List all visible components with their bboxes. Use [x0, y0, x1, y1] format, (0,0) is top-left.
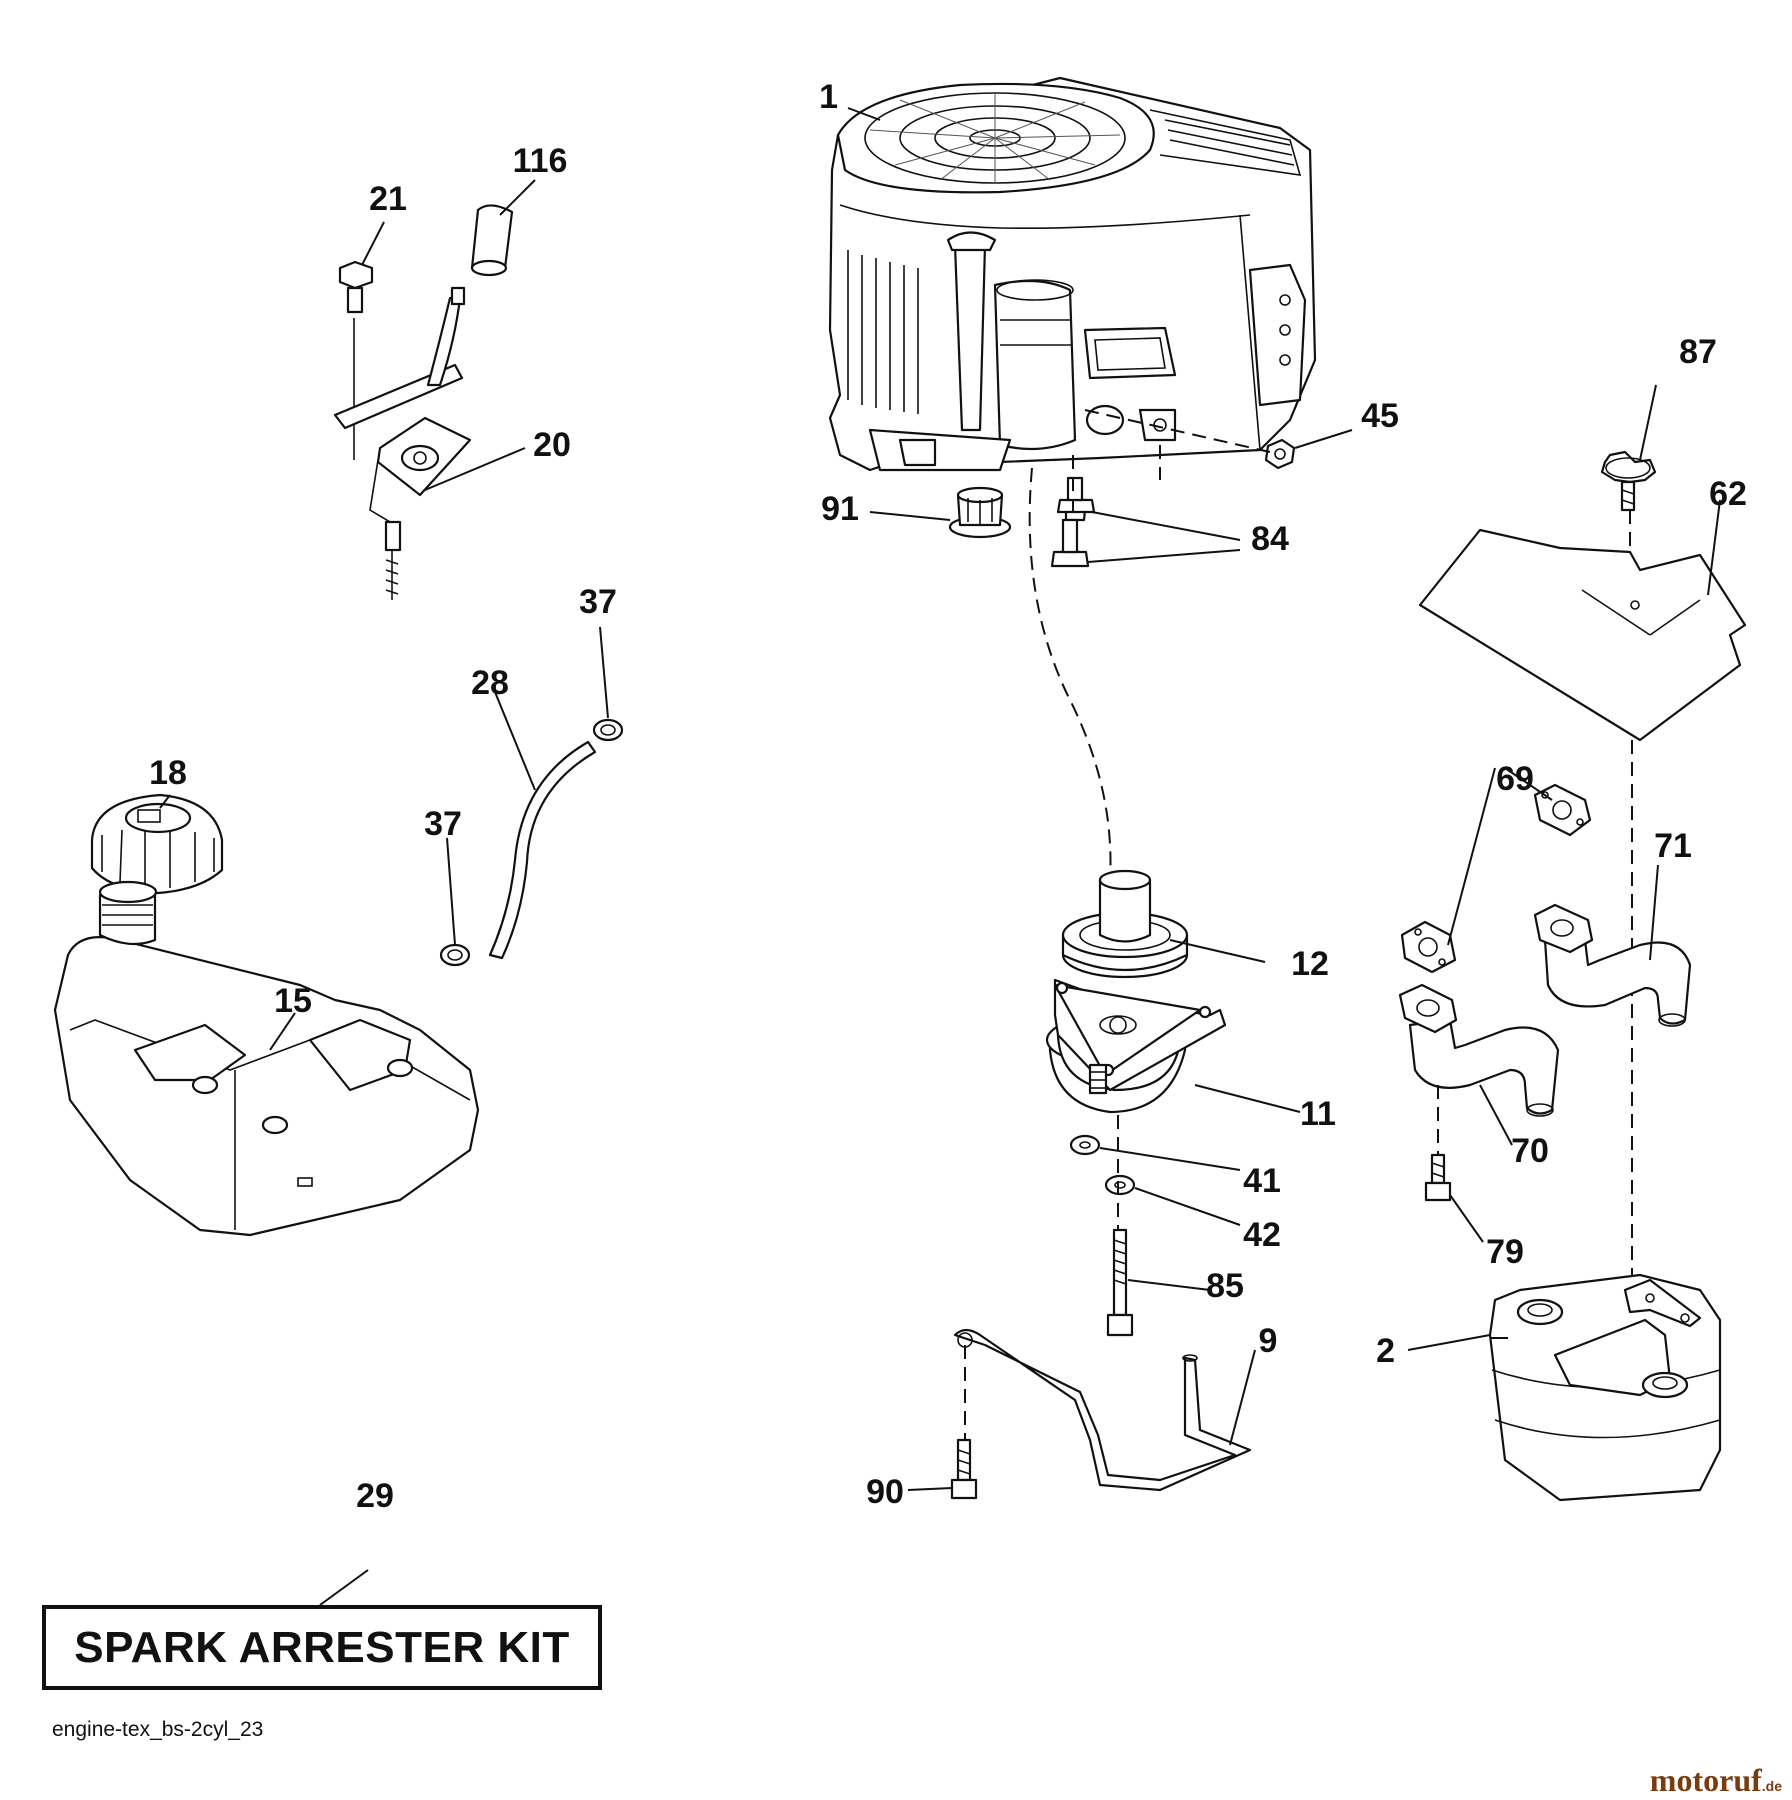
- throttle-control-20: [333, 286, 472, 600]
- callout-41: 41: [1243, 1162, 1281, 1200]
- bracket-rod-9: [953, 1328, 1252, 1492]
- callout-15: 15: [274, 982, 312, 1020]
- callout-20: 20: [533, 426, 571, 464]
- washer-42: [1104, 1174, 1136, 1196]
- watermark-name: motoruf: [1649, 1762, 1762, 1798]
- exhaust-pipe-70: [1398, 983, 1560, 1117]
- clamp-37-upper: [592, 718, 624, 742]
- bolt-90: [950, 1438, 978, 1500]
- callout-71: 71: [1654, 827, 1692, 865]
- heat-shield-62: [1418, 528, 1747, 742]
- callout-labels: 1 2 9 11 12 15 18 20 21 28 29 37 37 41 4…: [149, 78, 1747, 1515]
- callout-85: 85: [1206, 1267, 1244, 1305]
- spark-arrester-kit-box: SPARK ARRESTER KIT: [42, 1605, 602, 1690]
- muffler-2: [1488, 1273, 1722, 1502]
- callout-42: 42: [1243, 1216, 1281, 1254]
- bushing-91: [948, 486, 1012, 539]
- callout-91: 91: [821, 490, 859, 528]
- knob-87: [1600, 450, 1657, 512]
- gasket-69-upper: [1533, 783, 1592, 837]
- bolt-79: [1424, 1153, 1452, 1202]
- callout-37-upper: 37: [579, 583, 617, 621]
- callout-9: 9: [1259, 1322, 1278, 1360]
- callout-28: 28: [471, 664, 509, 702]
- clamp-37-lower: [439, 943, 471, 967]
- exhaust-pipe-71: [1533, 903, 1692, 1027]
- align-line-engine: [1028, 467, 1112, 881]
- callout-37-lower: 37: [424, 805, 462, 843]
- callout-87: 87: [1679, 333, 1717, 371]
- spark-arrester-kit-label: SPARK ARRESTER KIT: [74, 1622, 570, 1672]
- watermark-suffix: .de: [1761, 1778, 1782, 1794]
- callout-18: 18: [149, 754, 187, 792]
- callout-2: 2: [1376, 1332, 1395, 1370]
- nut-45: [1264, 438, 1296, 470]
- callout-1: 1: [819, 78, 838, 116]
- fuel-cap-18: [90, 793, 224, 895]
- leader-lines: [159, 107, 1721, 1606]
- gasket-69-lower: [1400, 920, 1457, 974]
- washer-41: [1069, 1134, 1101, 1156]
- callout-45: 45: [1361, 397, 1399, 435]
- fuel-tank-15: [53, 880, 480, 1237]
- callout-79: 79: [1486, 1233, 1524, 1271]
- callout-116: 116: [513, 142, 568, 180]
- pulley-12: [1061, 869, 1189, 979]
- fuel-hose-28: [488, 740, 597, 960]
- callout-29: 29: [356, 1477, 394, 1515]
- bolt-21: [338, 260, 374, 314]
- bolt-85: [1106, 1228, 1134, 1337]
- callout-84: 84: [1251, 520, 1289, 558]
- callout-90: 90: [866, 1473, 904, 1511]
- callout-69: 69: [1496, 760, 1534, 798]
- callout-21: 21: [369, 180, 407, 218]
- knob-116: [470, 204, 514, 277]
- callout-11: 11: [1300, 1095, 1336, 1133]
- callout-70: 70: [1511, 1132, 1549, 1170]
- callout-62: 62: [1709, 475, 1747, 513]
- diagram-id: engine-tex_bs-2cyl_23: [52, 1718, 264, 1741]
- engine: [828, 76, 1317, 472]
- pto-clutch-11: [1045, 978, 1227, 1114]
- watermark-logo: motoruf.de: [1650, 1762, 1782, 1799]
- bolts-84: [1050, 476, 1096, 568]
- callout-12: 12: [1291, 945, 1329, 983]
